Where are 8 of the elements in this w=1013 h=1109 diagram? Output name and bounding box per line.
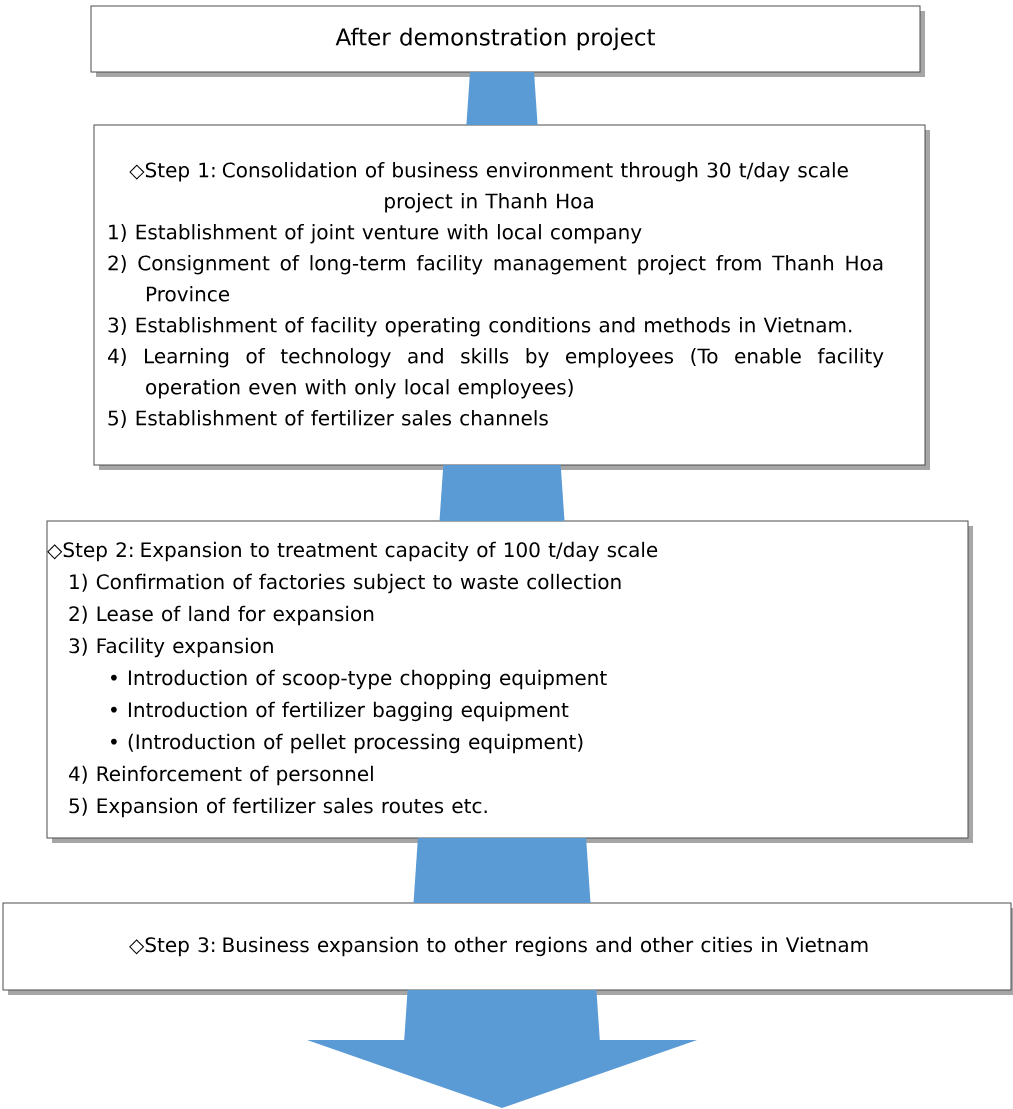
step-box: ◇Step 3: Business expansion to other regions and other cities in Vietnam xyxy=(2,902,1013,995)
flow-arrow xyxy=(413,838,591,903)
title-box: After demonstration project xyxy=(90,5,925,77)
step-box: ◇Step 1: Consolidation of business environment through 30 t/day scale project in Thanh Hoa 1) Establishment of joint venture with local company 2) Consignment of long-term facility management project from Thanh Hoa Province 3) Establishment of facility operating conditions and methods in Vietnam. 4) Learning of technology and skills by employees (To enable facility operation even with only local employees) 5) Establishment of fertilizer sales channels xyxy=(93,124,930,470)
flow-arrow xyxy=(307,990,697,1108)
flow-arrow xyxy=(466,72,538,125)
flow-arrow xyxy=(439,465,565,521)
step-box: ◇Step 2: Expansion to treatment capacity of 100 t/day scale 1) Confirmation of factories subject to waste collection 2) Lease of land for expansion 3) Facility expansion • Introduction of scoop-type chopping equipment • Introduction of fertilizer bagging equipment • (Introduction of pellet processing equipment) 4) Reinforcement of personnel 5) Expansion of fertilizer sales routes etc. xyxy=(46,520,973,843)
